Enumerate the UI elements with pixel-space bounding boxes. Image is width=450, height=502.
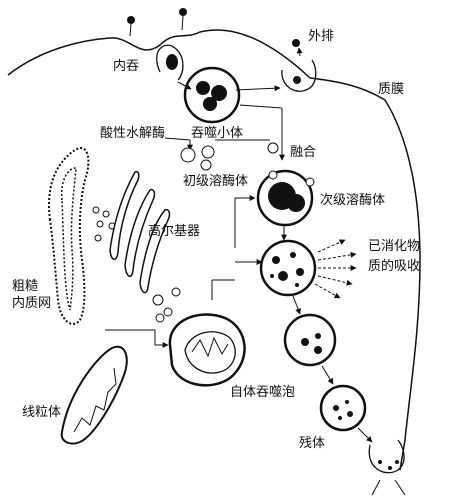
label-primary-lysosome: 初级溶酶体	[183, 173, 248, 189]
mitochondrion	[60, 345, 128, 445]
label-absorbed-line2: 质的吸收	[368, 258, 420, 274]
label-absorbed-line1: 已消化物	[368, 239, 420, 254]
label-exocytosis: 外排	[308, 29, 334, 44]
label-autophagic-vacuole: 自体吞噬泡	[230, 385, 295, 400]
label-fusion: 融合	[290, 145, 316, 160]
secondary-lysosome	[256, 169, 315, 227]
label-golgi: 高尔基器	[148, 223, 200, 239]
autophagic-vacuole	[168, 313, 246, 387]
golgi-apparatus	[109, 170, 181, 323]
label-mitochondrion: 线粒体	[22, 405, 61, 420]
label-phagocytosis: 内吞	[113, 58, 139, 74]
transport-vesicles	[92, 206, 116, 242]
phagocytosis-invagination	[127, 8, 187, 81]
phagosome	[183, 66, 241, 124]
label-rer-line2: 内质网	[12, 295, 51, 311]
residual-exocytosis	[368, 439, 406, 496]
absorption-arrows	[314, 239, 357, 299]
digestive-vacuole	[259, 239, 317, 297]
primary-lysosomes	[180, 142, 279, 171]
residual-body	[319, 384, 367, 432]
rough-er	[48, 147, 90, 325]
label-acid-hydrolase: 酸性水解酶	[100, 125, 165, 141]
label-residual-body: 残体	[299, 436, 325, 451]
label-rer-line1: 粗糙	[12, 279, 38, 294]
label-secondary-lysosome: 次级溶酶体	[320, 192, 385, 208]
plasma-membrane	[7, 29, 421, 471]
label-plasma-membrane: 质膜	[378, 82, 404, 97]
exocytosis-vesicle	[281, 39, 317, 92]
late-vacuole	[283, 313, 337, 367]
label-phagosome: 吞噬小体	[191, 126, 243, 141]
